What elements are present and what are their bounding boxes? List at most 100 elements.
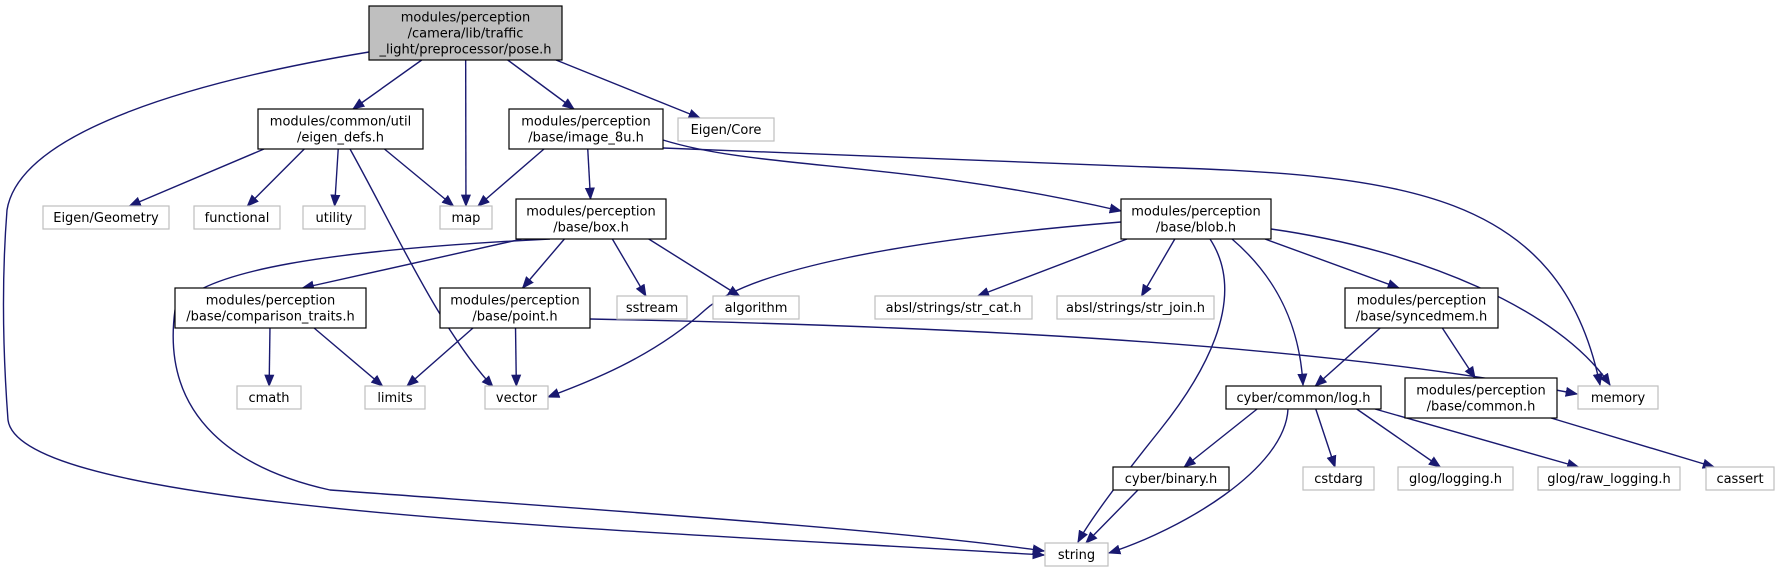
edge-box-h-to-point-h [521, 238, 565, 289]
node-box [236, 385, 302, 410]
node-label-line: _light/preprocessor/pose.h [379, 43, 552, 58]
edge-comparison-traits-h-to-limits [313, 327, 384, 387]
edge-point-h-to-memory [589, 318, 1579, 397]
edge-log-h-to-binary-h [1183, 408, 1258, 468]
edge-box-h-to-sstream [611, 238, 647, 298]
node-vector: vector [484, 385, 549, 410]
node-logging-h: glog/logging.h [1397, 466, 1514, 491]
node-box [439, 205, 493, 230]
edge-blob-h-to-memory [1270, 228, 1611, 387]
node-log-h[interactable]: cyber/common/log.h [1225, 385, 1382, 410]
node-box-h[interactable]: modules/perception/base/box.h [515, 198, 667, 240]
edge-log-h-to-cstdarg [1315, 408, 1337, 469]
node-eigen-core: Eigen/Core [677, 117, 775, 142]
edge-eigen-defs-h-to-vector [349, 148, 494, 388]
node-label-line: /base/point.h [472, 310, 557, 325]
edge-image-8u-h-to-map [477, 148, 545, 207]
node-binary-h[interactable]: cyber/binary.h [1112, 466, 1230, 491]
node-label-line: Eigen/Geometry [53, 211, 159, 226]
node-label-line: glog/raw_logging.h [1547, 472, 1670, 487]
node-eigen-defs-h[interactable]: modules/common/util/eigen_defs.h [257, 108, 424, 150]
node-box [42, 205, 170, 230]
node-string: string [1044, 542, 1109, 567]
edge-image-8u-h-to-memory [662, 147, 1603, 387]
node-utility: utility [302, 205, 366, 230]
node-label-line: modules/perception [450, 294, 579, 309]
node-label-line: cyber/binary.h [1125, 472, 1217, 487]
node-box [1044, 542, 1109, 567]
node-label-line: glog/logging.h [1409, 472, 1502, 487]
node-box [874, 295, 1033, 320]
node-label-line: absl/strings/str_join.h [1066, 301, 1205, 316]
node-box [616, 295, 688, 320]
node-box [1344, 287, 1499, 329]
node-label-line: utility [316, 211, 353, 226]
edge-log-h-to-logging-h [1356, 408, 1442, 468]
node-box [1302, 466, 1375, 491]
edge-eigen-defs-h-to-eigen-geometry [128, 148, 265, 207]
node-algorithm: algorithm [712, 295, 800, 320]
node-raw-logging-h: glog/raw_logging.h [1537, 466, 1681, 491]
node-label-line: modules/common/util [270, 115, 411, 130]
edge-comparison-traits-h-to-cmath [264, 327, 275, 388]
node-label-line: cassert [1716, 472, 1763, 487]
node-str-join-h: absl/strings/str_join.h [1056, 295, 1215, 320]
node-label-line: modules/perception [1131, 205, 1260, 220]
node-box [1397, 466, 1514, 491]
node-label-line: modules/perception [521, 115, 650, 130]
node-label-line: modules/perception [526, 205, 655, 220]
edge-pose-h-to-eigen-core [555, 59, 702, 119]
node-label-line: /base/comparison_traits.h [186, 310, 354, 325]
edge-blob-h-to-log-h [1231, 238, 1308, 387]
node-box [1120, 198, 1272, 240]
edge-blob-h-to-str-join-h [1140, 238, 1176, 298]
node-label-line: /base/syncedmem.h [1356, 310, 1488, 325]
edge-log-h-to-raw-logging-h [1374, 408, 1580, 469]
node-label-line: sstream [626, 301, 678, 316]
edge-binary-h-to-string [1085, 489, 1139, 544]
node-comparison-traits-h[interactable]: modules/perception/base/comparison_trait… [174, 287, 367, 329]
edge-pose-h-to-image-8u-h [507, 59, 575, 110]
node-blob-h[interactable]: modules/perception/base/blob.h [1120, 198, 1272, 240]
node-box [1537, 466, 1681, 491]
node-pose-h[interactable]: modules/perception/camera/lib/traffic_li… [368, 5, 563, 61]
node-common-h[interactable]: modules/perception/base/common.h [1404, 377, 1558, 419]
node-str-cat-h: absl/strings/str_cat.h [874, 295, 1033, 320]
node-label-line: absl/strings/str_cat.h [886, 301, 1022, 316]
node-label-line: /base/blob.h [1156, 221, 1236, 236]
node-point-h[interactable]: modules/perception/base/point.h [439, 287, 591, 329]
node-label-line: algorithm [725, 301, 788, 316]
node-cassert: cassert [1705, 466, 1775, 491]
edge-point-h-to-vector [511, 327, 522, 388]
node-label-line: /base/image_8u.h [528, 131, 644, 146]
edge-eigen-defs-h-to-functional [246, 148, 305, 207]
node-syncedmem-h[interactable]: modules/perception/base/syncedmem.h [1344, 287, 1499, 329]
node-box [193, 205, 281, 230]
edge-eigen-defs-h-to-map [383, 148, 455, 207]
node-box [515, 198, 667, 240]
node-label-line: modules/perception [206, 294, 335, 309]
node-map: map [439, 205, 493, 230]
node-box [677, 117, 775, 142]
node-label-line: /eigen_defs.h [297, 131, 384, 146]
node-box [364, 385, 426, 410]
node-functional: functional [193, 205, 281, 230]
node-memory: memory [1577, 385, 1659, 410]
node-image-8u-h[interactable]: modules/perception/base/image_8u.h [508, 108, 664, 150]
node-box [712, 295, 800, 320]
edge-blob-h-to-str-cat-h [976, 238, 1128, 297]
edge-point-h-to-limits [406, 327, 474, 387]
node-label-line: cstdarg [1314, 472, 1363, 487]
node-label-line: /base/box.h [553, 221, 629, 236]
edge-blob-h-to-string [1077, 238, 1226, 544]
node-box [1705, 466, 1775, 491]
node-box [257, 108, 424, 150]
node-box [368, 5, 563, 61]
edge-pose-h-to-string [2, 51, 1046, 560]
node-label-line: map [452, 211, 481, 226]
node-label-line: modules/perception [1357, 294, 1486, 309]
node-limits: limits [364, 385, 426, 410]
node-label-line: /camera/lib/traffic [408, 27, 524, 42]
node-label-line: cmath [248, 391, 289, 406]
node-box [1056, 295, 1215, 320]
